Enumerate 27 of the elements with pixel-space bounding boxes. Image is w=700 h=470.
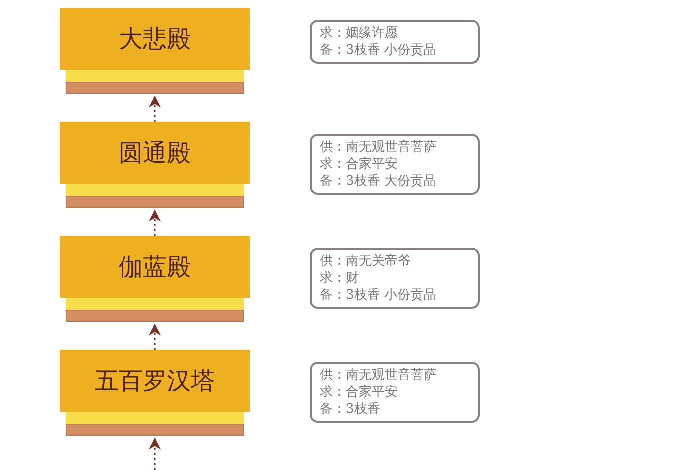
- note-line: 备：3枝香 小份贡品: [320, 42, 438, 59]
- arrow: [149, 210, 161, 236]
- temple-box: [60, 350, 250, 438]
- temple-name: 伽蓝殿: [119, 252, 191, 283]
- temple-box: [60, 8, 250, 96]
- note-line: 备：3枝香 大份贡品: [320, 173, 438, 190]
- offering-note-box: [310, 248, 480, 309]
- note-line: 供：南无观世音菩萨: [320, 367, 438, 384]
- note-line: 求：财: [320, 270, 360, 287]
- offering-note-box: [310, 362, 480, 423]
- arrow: [149, 438, 161, 470]
- note-line: 求：合家平安: [320, 156, 399, 173]
- offering-note-box: [310, 134, 480, 195]
- temple-box: [60, 122, 250, 210]
- note-line: 备：3枝香 小份贡品: [320, 287, 438, 304]
- note-line: 供：南无关帝爷: [320, 253, 412, 270]
- note-line: 求：合家平安: [320, 384, 399, 401]
- temple-name: 五百罗汉塔: [95, 366, 215, 397]
- note-line: 求：姻缘许愿: [320, 25, 399, 42]
- arrow: [149, 96, 161, 122]
- temple-name: 圆通殿: [119, 138, 191, 169]
- note-line: 备：3枝香: [320, 401, 382, 418]
- offering-note-box: [310, 20, 480, 64]
- note-line: 供：南无观世音菩萨: [320, 139, 438, 156]
- arrow: [149, 324, 161, 350]
- temple-name: 大悲殿: [119, 24, 191, 55]
- temple-box: [60, 236, 250, 324]
